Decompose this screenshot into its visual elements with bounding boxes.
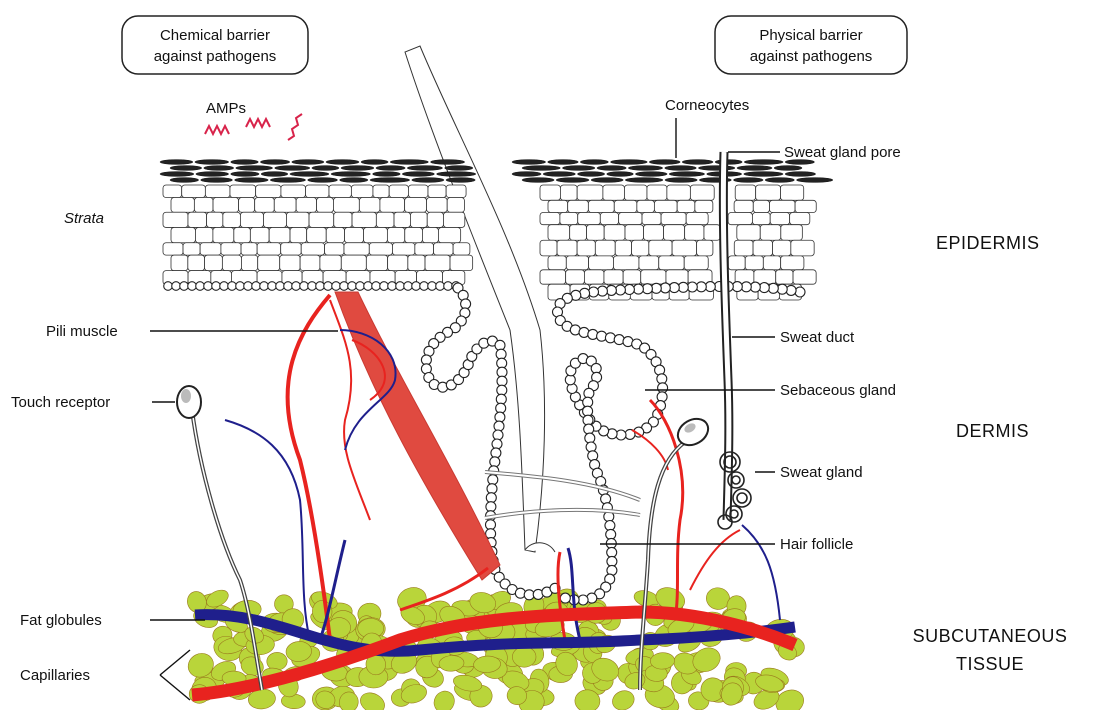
callout-chemical: Chemical barrier against pathogens — [122, 16, 308, 74]
label-hair-follicle: Hair follicle — [780, 536, 853, 553]
strata-cells-right — [540, 185, 816, 300]
label-strata: Strata — [64, 210, 104, 227]
layer-subcutaneous-line1: SUBCUTANEOUS — [913, 626, 1068, 646]
label-touch-receptor: Touch receptor — [11, 394, 110, 411]
corneocyte-layer-left — [160, 160, 476, 183]
label-pili-muscle: Pili muscle — [46, 323, 118, 340]
callout-chemical-line2: against pathogens — [154, 48, 277, 65]
label-capillaries: Capillaries — [20, 667, 90, 684]
pili-muscle — [335, 292, 500, 580]
label-sebaceous-gland: Sebaceous gland — [780, 382, 896, 399]
basal-layer-left — [164, 282, 461, 291]
callout-chemical-line1: Chemical barrier — [160, 27, 270, 44]
hair-bulb — [485, 472, 640, 552]
label-corneocytes: Corneocytes — [665, 97, 749, 114]
strata-cells-left — [163, 185, 473, 285]
label-fat-globules: Fat globules — [20, 612, 102, 629]
amp-molecules — [205, 114, 302, 140]
layer-subcutaneous-line2: TISSUE — [956, 654, 1024, 674]
label-sweat-duct: Sweat duct — [780, 329, 855, 346]
callout-physical-line1: Physical barrier — [759, 27, 862, 44]
label-sweat-gland-pore: Sweat gland pore — [784, 144, 901, 161]
label-sweat-gland: Sweat gland — [780, 464, 863, 481]
epidermis-right — [512, 160, 833, 300]
label-amps: AMPs — [206, 100, 246, 117]
epidermis-left — [160, 160, 476, 291]
layer-dermis: DERMIS — [956, 421, 1029, 441]
callout-physical-line2: against pathogens — [750, 48, 873, 65]
layer-epidermis: EPIDERMIS — [936, 233, 1040, 253]
corneocyte-layer-right — [512, 160, 833, 183]
callout-physical: Physical barrier against pathogens — [715, 16, 907, 74]
